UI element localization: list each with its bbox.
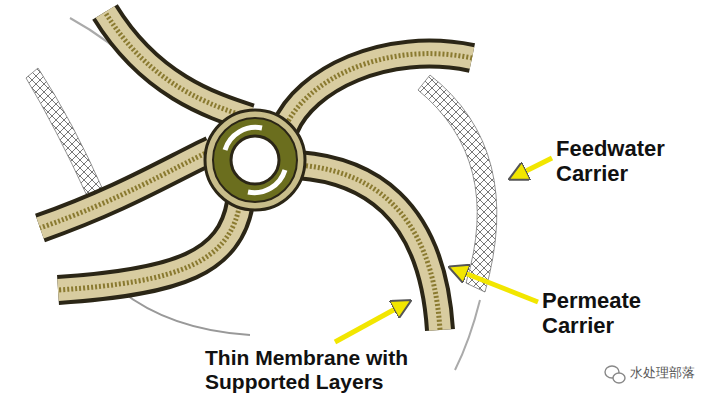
watermark: 水处理部落 — [630, 366, 710, 381]
membrane-leaves — [40, 12, 472, 330]
wechat-icon — [605, 366, 625, 383]
feed-spacer-mesh — [26, 18, 497, 370]
part-label: Feedwater Carrier — [556, 136, 696, 187]
permeate-tube — [205, 110, 305, 210]
part-label: Thin Membrane with Supported Layers — [205, 346, 470, 394]
leader-arrows — [335, 158, 552, 342]
part-label: Permeate Carrier — [542, 288, 672, 339]
